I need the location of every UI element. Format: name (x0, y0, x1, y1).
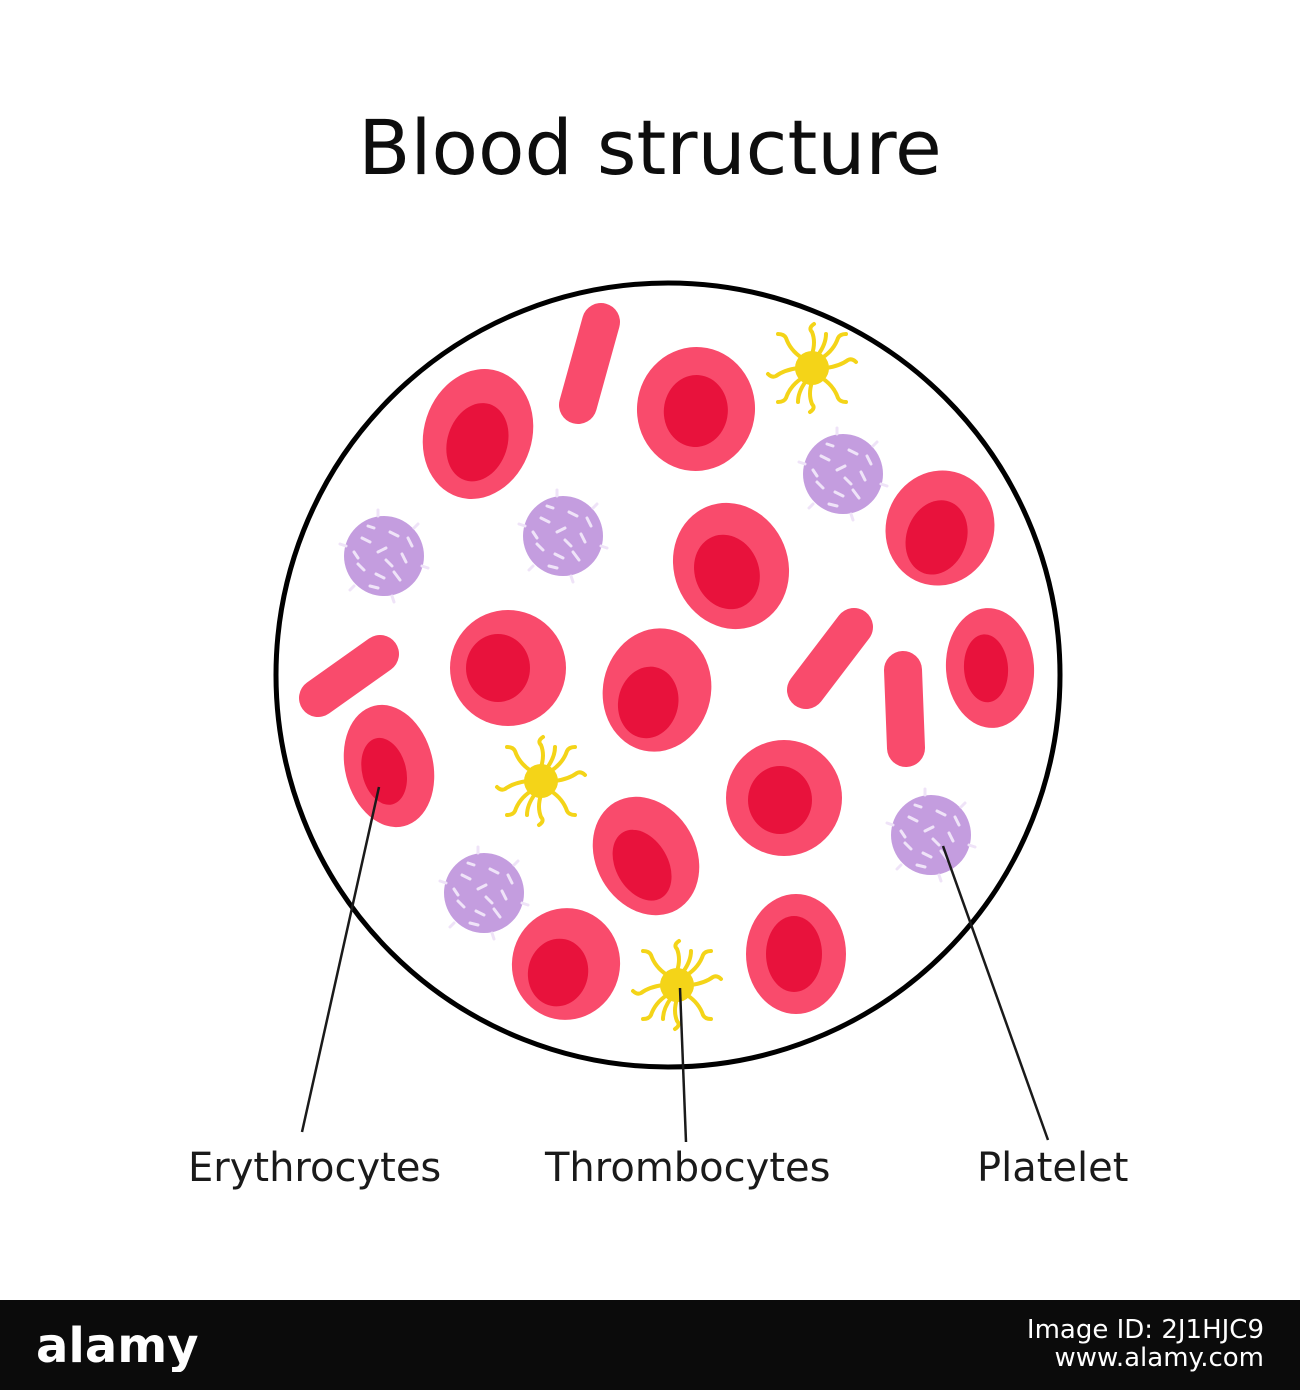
erythrocyte (726, 740, 842, 856)
erythrocytes-group (343, 347, 1035, 1020)
site-url-text: www.alamy.com (1054, 1343, 1264, 1373)
blood-sample-diagram (273, 280, 1063, 1143)
leukocyte (338, 508, 430, 604)
erythrocyte (602, 628, 712, 752)
erythrocyte (592, 796, 700, 916)
thrombocyte (631, 939, 723, 1031)
leukocytes-group (338, 426, 977, 941)
leader-line-platelet (941, 845, 1050, 1141)
label-erythrocytes: Erythrocytes (188, 1145, 442, 1191)
diagram-title: Blood structure (358, 103, 942, 192)
erythrocyte-side-3 (787, 608, 873, 709)
leukocyte (517, 488, 609, 584)
leader-lines (300, 786, 1050, 1143)
thrombocytes-group (495, 322, 858, 1031)
stock-image-info: Image ID: 2J1HJC9 www.alamy.com (1027, 1316, 1264, 1372)
diagram-canvas: Blood structure (188, 103, 1129, 1191)
leukocyte (797, 426, 889, 522)
erythrocyte-side-4 (884, 651, 925, 767)
erythrocyte (945, 608, 1035, 728)
image-id-text: Image ID: 2J1HJC9 (1026, 1315, 1264, 1345)
erythrocyte (636, 347, 756, 471)
label-thrombocytes: Thrombocytes (545, 1145, 831, 1191)
erythrocyte (511, 908, 621, 1020)
leader-line-thrombocytes (678, 987, 688, 1143)
thrombocyte (495, 735, 587, 827)
stock-footer-bar: alamy Image ID: 2J1HJC9 www.alamy.com (0, 1300, 1300, 1390)
erythrocyte (746, 894, 846, 1014)
thrombocyte (766, 322, 858, 414)
leader-line-erythrocytes (300, 786, 381, 1133)
alamy-logo: alamy (36, 1320, 199, 1372)
erythrocyte (422, 369, 534, 499)
erythrocyte (672, 502, 790, 630)
erythrocyte-side-1 (559, 303, 620, 424)
erythrocyte-rods (299, 303, 925, 767)
erythrocyte (450, 610, 566, 726)
erythrocyte-side-2 (299, 635, 399, 717)
label-platelet: Platelet (977, 1145, 1129, 1191)
erythrocyte (885, 470, 995, 586)
erythrocyte (343, 704, 435, 828)
svg-text:alamy: alamy (36, 1320, 199, 1372)
leukocyte (438, 845, 530, 941)
leukocyte (885, 787, 977, 883)
